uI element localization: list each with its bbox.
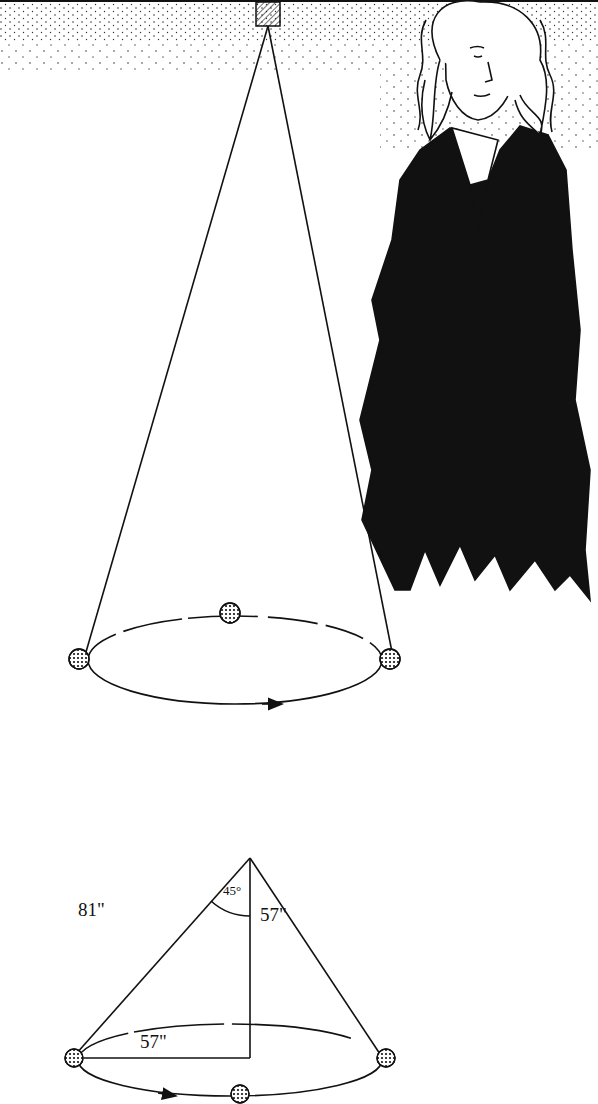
bob [69,603,400,669]
dimension-label: 57" [260,905,287,924]
dimension-label: 81" [78,900,105,919]
bob [65,1049,395,1103]
dimension-label: 45° [223,884,241,897]
upper-pendulum [86,26,392,704]
lower-diagram [76,858,382,1096]
ceiling [0,0,598,152]
pivot-block [256,2,280,26]
man-figure [360,1,590,600]
dimension-label: 57" [140,1032,167,1051]
